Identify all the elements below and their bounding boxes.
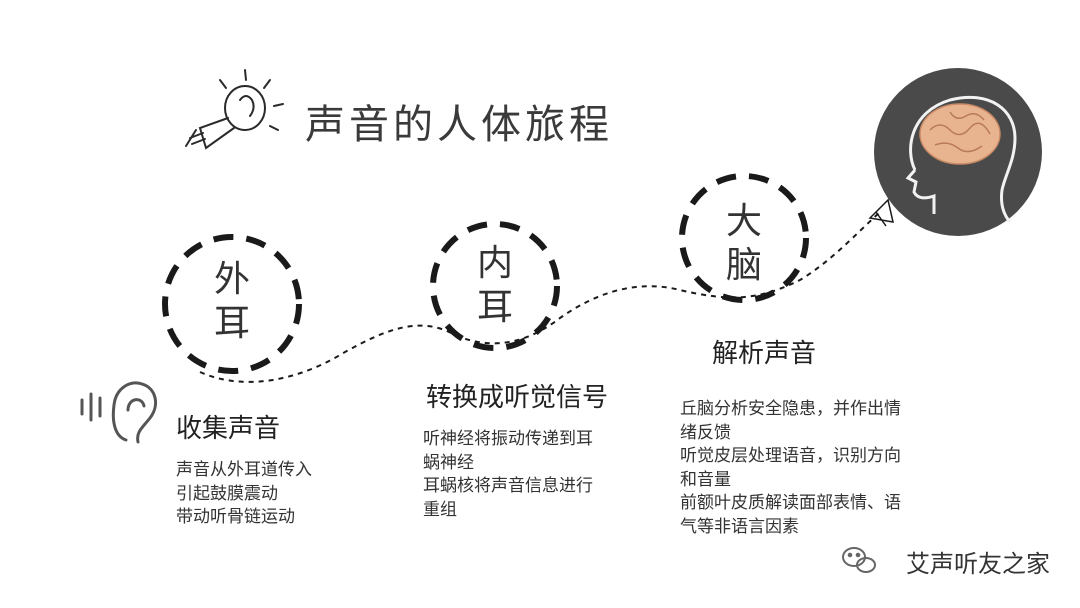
desc-line: 气等非语言因素 xyxy=(680,516,799,537)
node-circle-brain xyxy=(679,173,809,303)
step-title-outer-ear: 收集声音 xyxy=(176,414,281,444)
brand-name: 艾声听友之家 xyxy=(906,550,1050,578)
node-char: 大 xyxy=(725,201,762,242)
wechat-icon xyxy=(842,547,876,573)
node-label-inner-ear: 内 耳 xyxy=(465,242,525,330)
node-char: 内 xyxy=(476,243,513,284)
desc-line: 和音量 xyxy=(680,469,731,490)
desc-line: 重组 xyxy=(423,499,457,520)
brain-head-icon xyxy=(874,68,1042,236)
desc-line: 绪反馈 xyxy=(680,422,731,443)
node-circle-outer-ear xyxy=(162,234,302,374)
step-desc-inner-ear: 听神经将振动传递到耳 蜗神经 耳蜗核将声音信息进行 重组 xyxy=(423,428,593,522)
step-title-brain: 解析声音 xyxy=(712,339,817,369)
node-char: 外 xyxy=(213,259,250,300)
node-label-outer-ear: 外 耳 xyxy=(202,258,262,346)
journey-path xyxy=(199,211,881,383)
ear-icon xyxy=(80,381,158,444)
desc-line: 耳蜗核将声音信息进行 xyxy=(423,476,593,496)
path-arrow-icon xyxy=(868,198,894,227)
step-desc-brain: 丘脑分析安全隐患，并作出情 绪反馈 听觉皮层处理语音，识别方向 和音量 前额叶皮… xyxy=(680,398,901,539)
node-char: 耳 xyxy=(476,287,513,328)
desc-line: 丘脑分析安全隐患，并作出情 xyxy=(680,399,901,419)
desc-line: 声音从外耳道传入 xyxy=(176,460,312,480)
step-title-inner-ear: 转换成听觉信号 xyxy=(426,383,609,413)
page-title: 声音的人体旅程 xyxy=(305,102,613,148)
desc-line: 引起鼓膜震动 xyxy=(176,483,278,504)
node-char: 耳 xyxy=(213,303,250,344)
node-char: 脑 xyxy=(725,245,762,286)
node-circle-inner-ear xyxy=(430,221,560,351)
desc-line: 蜗神经 xyxy=(423,452,474,473)
desc-line: 前额叶皮质解读面部表情、语 xyxy=(680,493,901,513)
node-label-brain: 大 脑 xyxy=(714,200,774,288)
desc-line: 带动听骨链运动 xyxy=(176,507,295,527)
desc-line: 听觉皮层处理语音，识别方向 xyxy=(680,446,901,466)
desc-line: 听神经将振动传递到耳 xyxy=(423,429,593,449)
step-desc-outer-ear: 声音从外耳道传入 引起鼓膜震动 带动听骨链运动 xyxy=(176,459,312,530)
lightbulb-icon xyxy=(185,69,284,150)
